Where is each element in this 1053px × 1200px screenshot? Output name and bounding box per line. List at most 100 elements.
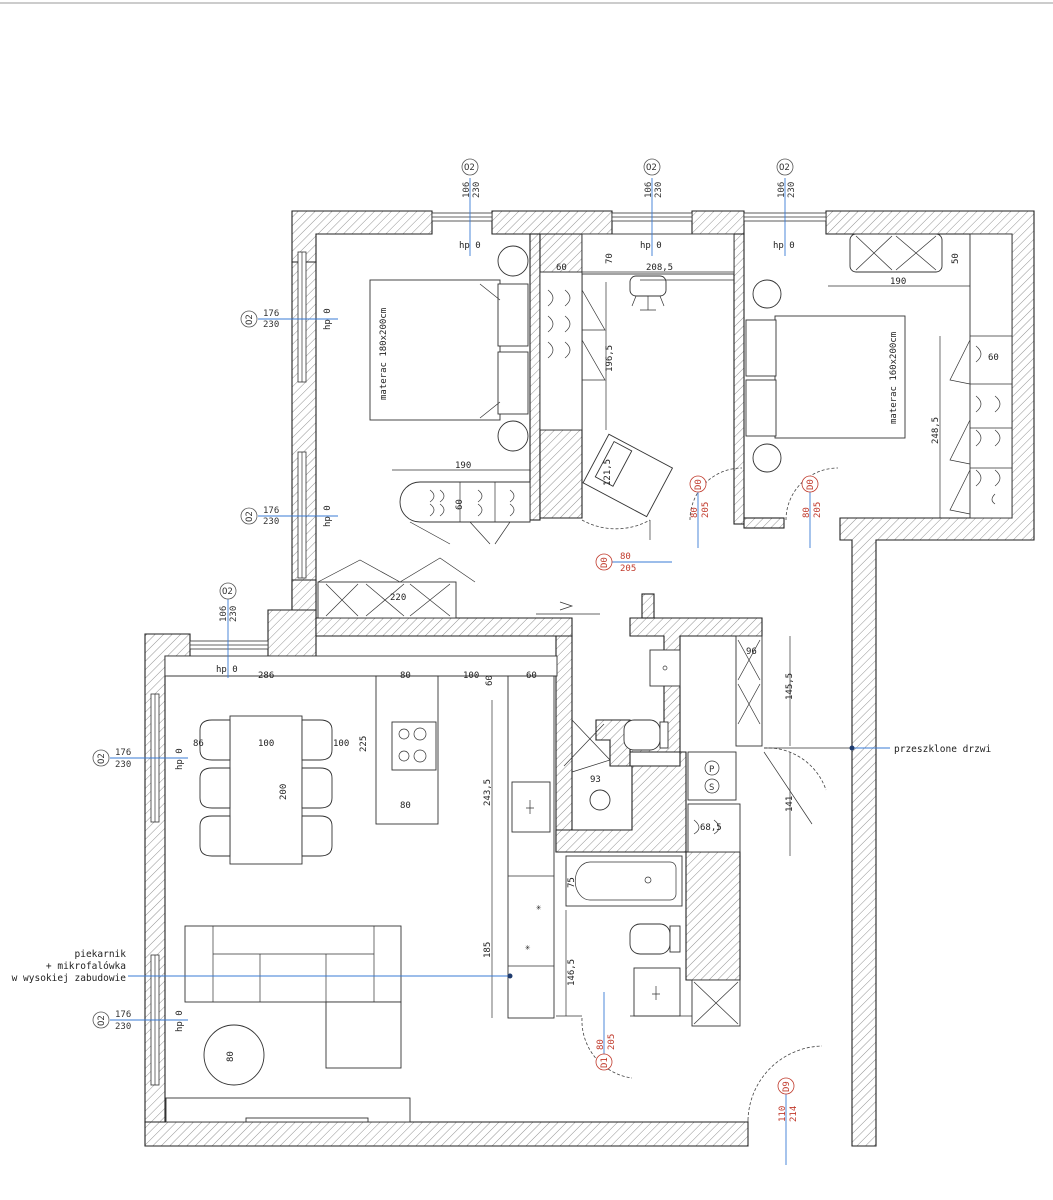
svg-text:80: 80 bbox=[620, 552, 631, 562]
svg-text:O2: O2 bbox=[222, 587, 233, 597]
dim-60b: 60 bbox=[455, 499, 465, 510]
oven-note-line1: piekarnik bbox=[75, 949, 127, 960]
living-kitchen: ✳ ✳ 286 80 100 60 60 225 80 243,5 185 86… bbox=[164, 655, 558, 1123]
svg-text:176: 176 bbox=[115, 1010, 131, 1020]
dim-100c: 100 bbox=[333, 739, 349, 749]
svg-text:230: 230 bbox=[263, 517, 279, 527]
dim-248: 248,5 bbox=[931, 417, 941, 444]
svg-text:hp 0: hp 0 bbox=[323, 505, 333, 527]
svg-text:D0: D0 bbox=[694, 479, 704, 490]
dim-80a: 80 bbox=[400, 671, 411, 681]
dim-80c: 80 bbox=[226, 1051, 236, 1062]
svg-text:214: 214 bbox=[789, 1106, 799, 1122]
svg-text:80: 80 bbox=[802, 507, 812, 518]
dim-86: 86 bbox=[193, 739, 204, 749]
bed-left bbox=[369, 279, 501, 421]
dim-60c: 60 bbox=[988, 353, 999, 363]
bathrooms: 93 96 145,5 P S 68,5 141 75 146,5 bbox=[556, 635, 795, 1027]
door-tags: D0 80 205 D0 80 205 D0 80 205 D1 80 205 … bbox=[595, 475, 823, 1122]
coffee-table bbox=[203, 1024, 265, 1086]
dim-185: 185 bbox=[483, 942, 493, 958]
svg-text:230: 230 bbox=[787, 182, 797, 198]
oven-note-line2: + mikrofalówka bbox=[46, 961, 126, 972]
door-tag: D0 80 205 bbox=[595, 552, 636, 574]
dim-70: 70 bbox=[605, 253, 615, 264]
svg-text:O2: O2 bbox=[97, 1015, 107, 1026]
dim-80b: 80 bbox=[400, 801, 411, 811]
svg-text:230: 230 bbox=[115, 760, 131, 770]
corridor-wardrobe: 220 bbox=[317, 557, 600, 619]
svg-text:D1: D1 bbox=[600, 1057, 610, 1068]
window-tag: O2 106 230 hp 0 bbox=[773, 158, 797, 251]
washer-label: S bbox=[709, 783, 714, 793]
svg-text:O2: O2 bbox=[245, 511, 255, 522]
dim-68: 68,5 bbox=[700, 823, 722, 833]
dim-93: 93 bbox=[590, 775, 601, 785]
svg-text:205: 205 bbox=[701, 502, 711, 518]
svg-text:176: 176 bbox=[263, 506, 279, 516]
dim-196: 196,5 bbox=[605, 345, 615, 372]
leader-lines bbox=[110, 178, 890, 1165]
office: 60 70 208,5 196,5 121,5 bbox=[539, 233, 735, 518]
dim-286: 286 bbox=[258, 671, 274, 681]
svg-text:230: 230 bbox=[654, 182, 664, 198]
svg-text:205: 205 bbox=[607, 1034, 617, 1050]
svg-text:110: 110 bbox=[778, 1106, 788, 1122]
dim-243: 243,5 bbox=[483, 779, 493, 806]
svg-text:106: 106 bbox=[644, 182, 654, 198]
oven-note-line3: w wysokiej zabudowie bbox=[12, 973, 127, 984]
svg-text:O2: O2 bbox=[646, 163, 657, 173]
svg-text:80: 80 bbox=[596, 1039, 606, 1050]
window-tag: O2 176 230 hp 0 bbox=[240, 505, 333, 527]
svg-text:O2: O2 bbox=[245, 314, 255, 325]
window-tag: O2 176 230 hp 0 bbox=[92, 748, 185, 770]
glass-door-note: przeszklone drzwi bbox=[894, 744, 992, 755]
annotations: przeszklone drzwi piekarnik + mikrofalów… bbox=[12, 744, 992, 984]
dim-190b: 190 bbox=[890, 277, 906, 287]
svg-text:176: 176 bbox=[263, 309, 279, 319]
svg-text:106: 106 bbox=[219, 606, 229, 622]
dim-146: 146,5 bbox=[567, 959, 577, 986]
svg-text:hp 0: hp 0 bbox=[175, 1010, 185, 1032]
dim-190a: 190 bbox=[455, 461, 471, 471]
dining-table bbox=[229, 715, 303, 865]
dryer-label: P bbox=[709, 765, 715, 775]
svg-text:D9: D9 bbox=[782, 1081, 792, 1092]
svg-text:D0: D0 bbox=[806, 479, 816, 490]
window-tag: O2 106 230 hp 0 bbox=[640, 158, 664, 251]
svg-text:106: 106 bbox=[462, 182, 472, 198]
svg-text:O2: O2 bbox=[779, 163, 790, 173]
window-tag: O2 106 230 hp 0 bbox=[216, 582, 239, 675]
dim-225: 225 bbox=[359, 736, 369, 752]
svg-text:hp 0: hp 0 bbox=[175, 748, 185, 770]
sofa bbox=[184, 925, 402, 1003]
bedroom-right: 190 50 60 248,5 materac 160x200cm bbox=[745, 233, 1013, 519]
svg-text:O2: O2 bbox=[97, 753, 107, 764]
dim-60d: 60 bbox=[485, 675, 495, 686]
svg-text:hp 0: hp 0 bbox=[640, 241, 662, 251]
dim-60e: 60 bbox=[526, 671, 537, 681]
svg-text:✳: ✳ bbox=[525, 943, 531, 953]
door-tag: D0 80 205 bbox=[689, 475, 711, 518]
dim-200: 200 bbox=[279, 784, 289, 800]
dim-60a: 60 bbox=[556, 263, 567, 273]
svg-text:176: 176 bbox=[115, 748, 131, 758]
window-tag: O2 176 230 hp 0 bbox=[240, 308, 333, 330]
dim-145: 145,5 bbox=[785, 673, 795, 700]
svg-text:hp 0: hp 0 bbox=[459, 241, 481, 251]
svg-text:hp 0: hp 0 bbox=[773, 241, 795, 251]
svg-text:D0: D0 bbox=[600, 557, 610, 568]
svg-text:hp 0: hp 0 bbox=[216, 665, 238, 675]
bathtub bbox=[565, 855, 683, 907]
svg-text:230: 230 bbox=[263, 320, 279, 330]
door-tag: D1 80 205 bbox=[595, 1034, 617, 1071]
dim-208: 208,5 bbox=[646, 263, 673, 273]
svg-text:hp 0: hp 0 bbox=[323, 308, 333, 330]
bed-right-label: materac 160x200cm bbox=[889, 332, 899, 424]
dim-100a: 100 bbox=[463, 671, 479, 681]
dim-220: 220 bbox=[390, 593, 406, 603]
window-tags: O2 106 230 hp 0 O2 106 230 hp 0 O2 106 2… bbox=[92, 158, 797, 1032]
svg-text:230: 230 bbox=[229, 606, 239, 622]
dim-100b: 100 bbox=[258, 739, 274, 749]
